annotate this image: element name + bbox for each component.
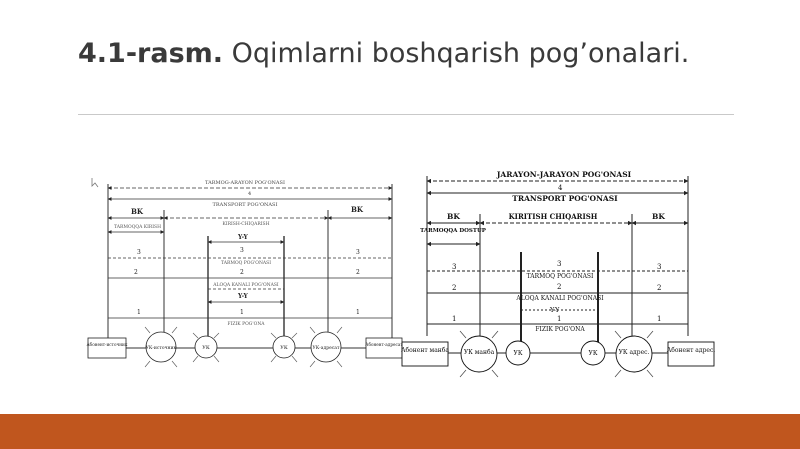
right-num2-a: 2 [452, 284, 456, 292]
slide-title: 4.1-rasm. Oqimlarni boshqarish pog’onala… [78, 38, 689, 69]
left-yy-bottom: Y-Y [237, 293, 249, 300]
left-num1-b: 1 [240, 309, 244, 316]
right-node-uk-dest [615, 335, 653, 373]
right-node-uk-dest-label: УК адрес. [619, 349, 650, 356]
right-num2-b: 2 [557, 283, 561, 291]
left-node-abonent-dest-label: Абонент-адресат [365, 342, 403, 347]
right-bk-left: BK [447, 212, 460, 221]
right-num3-c: 3 [657, 263, 661, 271]
left-level4-num: 4 [248, 191, 251, 197]
right-num3-a: 3 [452, 263, 456, 271]
left-node-uk-1 [194, 335, 218, 359]
right-node-abonent-dest-label: Абонент адрес. [667, 347, 716, 354]
cursor-icon [91, 178, 99, 188]
left-num3-a: 3 [137, 249, 141, 256]
right-transport-label: TRANSPORT POG'ONASI [512, 194, 618, 203]
left-num1-c: 1 [356, 309, 360, 316]
left-node-uk-1-label: УК [202, 345, 210, 351]
right-bk-right: BK [652, 212, 665, 221]
right-num1-c: 1 [657, 315, 661, 323]
left-aloqa-label: ALOQA KANALI POG'ONASI [212, 282, 279, 288]
right-top-label: JARAYON-JARAYON POG'ONASI [496, 170, 632, 179]
right-node-abonent-dest [667, 341, 715, 367]
slide-title-bold: 4.1-rasm. [78, 38, 224, 69]
left-num3-c: 3 [356, 249, 360, 256]
left-node-uk-dest-label: УК-адресат [313, 345, 340, 351]
right-node-uk-2-label: УК [589, 350, 598, 357]
left-num2-c: 2 [356, 269, 360, 276]
right-num2-c: 2 [657, 284, 661, 292]
left-node-uk-2 [272, 335, 296, 359]
left-node-uk-2-label: УК [280, 345, 288, 351]
left-num1-a: 1 [137, 309, 141, 316]
left-num2-b: 2 [240, 269, 244, 276]
title-divider [78, 114, 734, 115]
right-aloqa-label: ALOQA KANALI POG'ONASI [515, 295, 604, 302]
right-tarmoq-dostup: TARMOQQA DOSTUP [420, 228, 486, 234]
left-bk-left: BK [131, 207, 144, 216]
left-bk-right: BK [351, 205, 364, 214]
footer-accent-bar [0, 414, 800, 449]
right-node-uk-source [460, 335, 498, 373]
right-diagram: JARAYON-JARAYON POG'ONASI 4 TRANSPORT PO… [401, 170, 716, 378]
slide-title-text: Oqimlarni boshqarish pog’onalari. [231, 38, 690, 69]
left-tarmoq-dostup: TARMOQQA KIRISH [114, 224, 161, 230]
left-num3-b: 3 [240, 247, 244, 254]
left-node-abonent-dest [365, 337, 403, 359]
left-num2-a: 2 [134, 269, 138, 276]
left-node-uk-source-label: УК-источник [146, 345, 177, 351]
left-node-abonent-source-label: Абонент-источник [87, 342, 128, 347]
left-node-abonent-source [87, 337, 127, 359]
left-tarmoq-label: TARMOQ POG'ONASI [221, 260, 271, 266]
right-kiritish-label: KIRITISH CHIQARISH [509, 212, 598, 221]
right-node-uk-1-label: УК [514, 350, 523, 357]
right-node-uk-source-label: УК манба [464, 349, 495, 356]
right-num1-a: 1 [452, 315, 456, 323]
left-yy-top: Y-Y [237, 234, 249, 241]
left-fizik-label: FIZIK POG'ONA [227, 321, 265, 327]
right-node-abonent-source-label: Абонент манба [401, 347, 449, 354]
right-num3-b: 3 [557, 260, 561, 268]
right-num1-b: 1 [557, 315, 561, 323]
right-node-uk-1 [505, 340, 531, 366]
left-transport-label: TRANSPORT POG'ONASI [213, 202, 278, 208]
right-node-abonent-source [401, 341, 449, 367]
right-tarmoq-label: TARMOQ POG'ONASI [527, 273, 594, 280]
right-node-uk-2 [580, 340, 606, 366]
right-fizik-label: FIZIK POG'ONA [535, 326, 585, 333]
left-node-uk-source [145, 331, 177, 363]
left-top-label: TARMOG-ARAYON POG'ONASI [205, 180, 285, 186]
left-node-uk-dest [310, 331, 342, 363]
left-kiritish-label: KIRISH-CHIQARISH [222, 221, 269, 227]
left-diagram: TARMOG-ARAYON POG'ONASI 4 TRANSPORT POG'… [87, 178, 403, 368]
right-level4-num: 4 [558, 184, 563, 192]
